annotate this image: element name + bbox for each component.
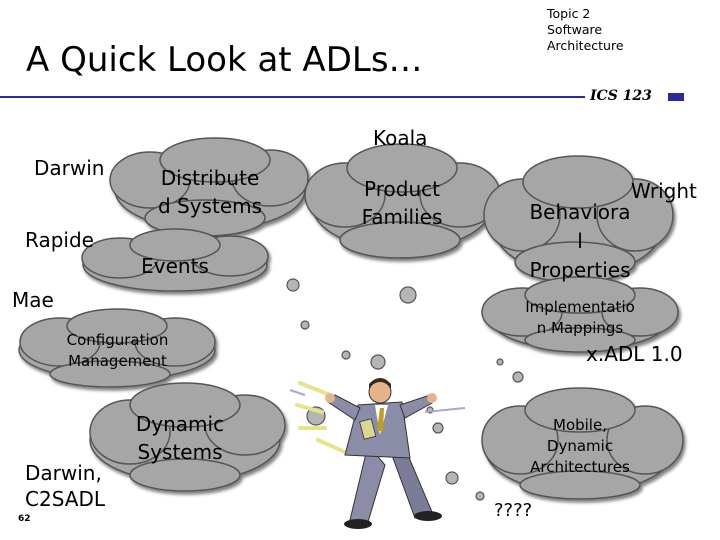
header-rule [0,96,585,98]
motion-lines-blue [289,389,466,413]
topic-line-2: Software [547,22,603,37]
label-xadl: x.ADL 1.0 [586,342,683,366]
topic-line-3: Architecture [547,38,624,53]
businessman-figure [325,378,442,529]
cloud-product-families [304,143,501,259]
label-rapide: Rapide [25,228,94,252]
cloud-text-product-families: Product Families [361,177,443,229]
cloud-text-distributed: Distribute d Systems [157,166,263,218]
topic-label: Topic 2 Software Architecture [547,6,657,54]
topic-line-1: Topic 2 [547,6,591,21]
label-darwin-c2sadl: Darwin, C2SADL [25,461,105,511]
cloud-text-dynamic: Dynamic Systems [135,412,225,464]
label-wright: Wright [631,179,697,203]
page-number: 62 [18,514,31,524]
slide-title: A Quick Look at ADLs… [26,40,423,80]
cloud-mobile [481,387,684,500]
cloud-dynamic [89,382,286,492]
motion-lines [295,381,347,454]
header-square [668,93,684,101]
cloud-configuration [18,308,216,388]
label-koala: Koala [373,126,428,150]
thought-bubbles [286,278,524,501]
label-mae: Mae [12,288,54,312]
label-darwin: Darwin [34,156,105,180]
cloud-implementation [481,276,679,353]
cloud-events [81,228,269,292]
cloud-text-events: Events [141,254,209,278]
course-label: ICS 123 [590,88,652,104]
label-unknown: ???? [494,500,533,521]
cloud-text-mobile: Mobile, Dynamic Architectures [530,416,630,476]
cloud-text-configuration: Configuration Management [66,331,169,370]
cloud-text-implementation: Implementatio n Mappings [525,298,635,337]
cloud-text-behavioral: Behaviora l Properties [529,200,631,282]
cloud-behavioral [483,155,674,283]
